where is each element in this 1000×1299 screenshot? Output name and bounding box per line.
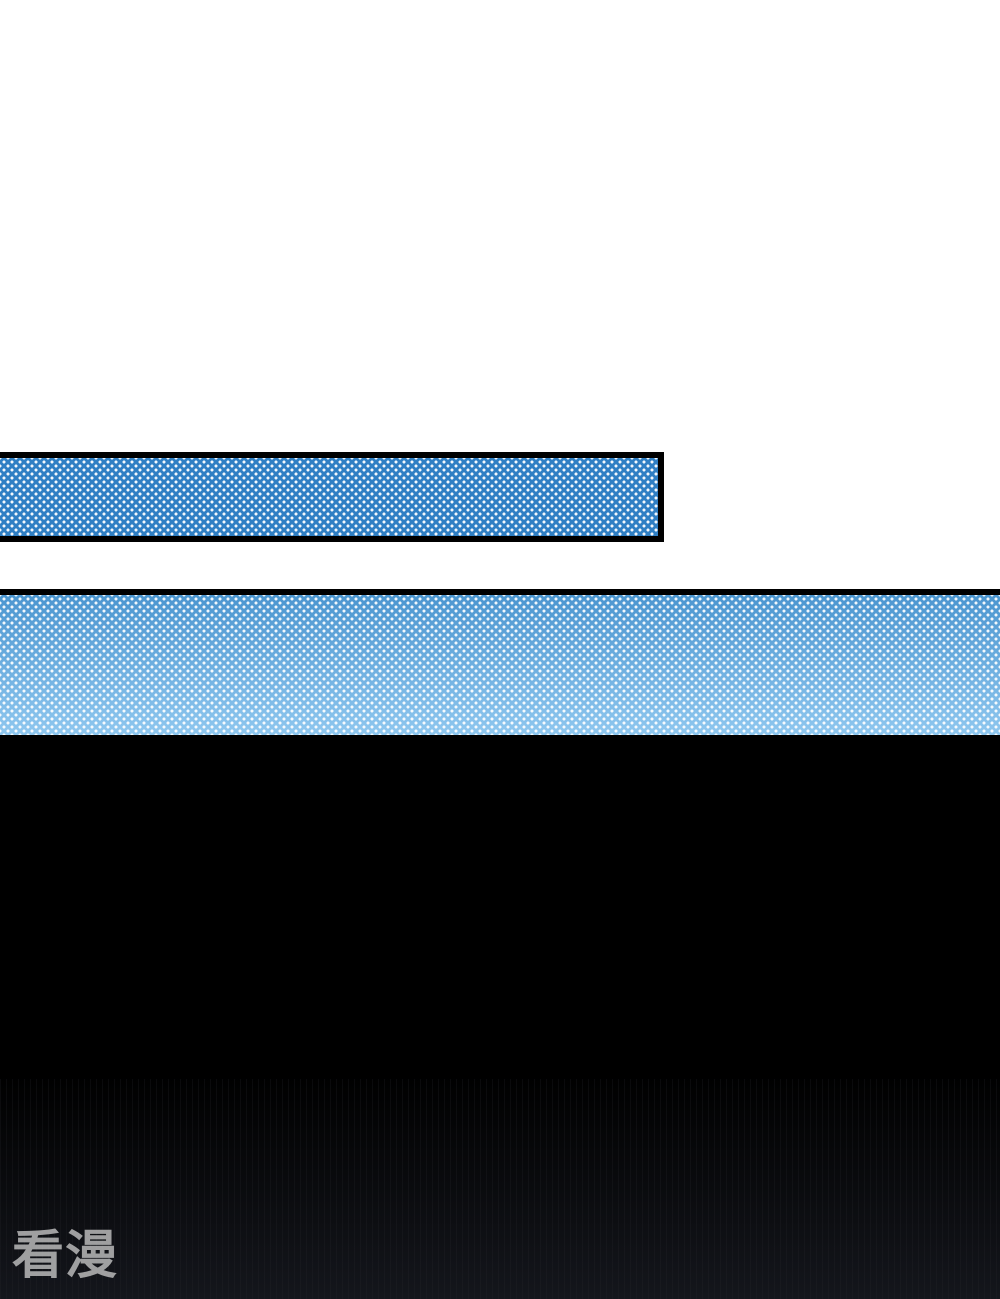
dark-scene-panel [0,589,1000,1299]
blue-screentone-band [0,595,1000,735]
black-night-area [0,735,1000,1299]
site-watermark: 看漫 [12,1226,119,1286]
blue-screentone-panel-top [0,452,664,542]
dark-texture-stripes [0,1079,1000,1299]
